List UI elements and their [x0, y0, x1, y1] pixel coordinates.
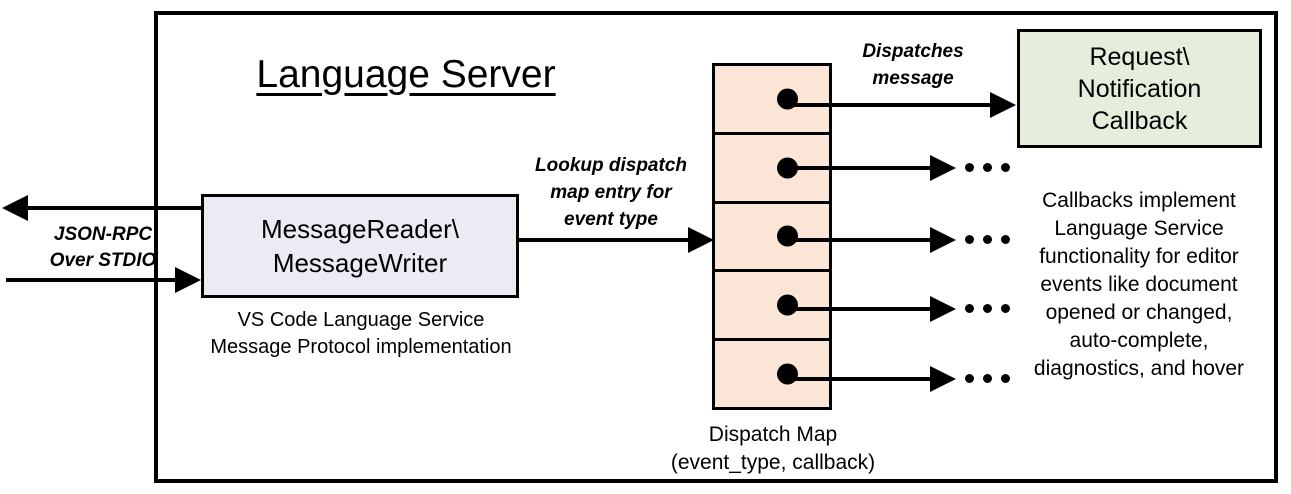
lookup-edge-line: [519, 238, 691, 242]
lookup-edge-label: Lookup dispatch map entry for event type: [516, 152, 706, 233]
callback-desc-line3: functionality for editor: [1039, 245, 1239, 268]
dispatch-map-caption-line2: (event_type, callback): [670, 451, 876, 474]
ellipsis-icon-4: [965, 304, 1010, 313]
callback-desc-line4: events like document: [1040, 273, 1238, 296]
callback-desc-line5: opened or changed,: [1045, 301, 1233, 324]
dispatch-edge-line-5: [782, 377, 932, 381]
callback-box-line1: Request\: [1089, 42, 1190, 71]
dispatch-edge-arrowhead-3: [930, 227, 956, 253]
callback-dot-icon: [777, 363, 798, 385]
callback-dot-icon: [777, 294, 798, 316]
jsonrpc-outbound-arrowhead: [2, 195, 28, 221]
jsonrpc-inbound-line: [6, 278, 178, 282]
request-notification-callback-box[interactable]: Request\ Notification Callback: [1017, 29, 1262, 148]
lookup-label-line1: Lookup dispatch: [535, 155, 687, 176]
page-title: Language Server: [256, 53, 556, 96]
message-reader-writer-box[interactable]: MessageReader\ MessageWriter: [201, 194, 519, 298]
table-row[interactable]: [715, 66, 829, 135]
jsonrpc-label-line1: JSON-RPC: [53, 224, 153, 245]
mrw-caption-line1: VS Code Language Service: [237, 309, 485, 331]
table-row[interactable]: [715, 341, 829, 407]
ellipsis-icon-5: [965, 374, 1010, 383]
message-reader-writer-caption: VS Code Language Service Message Protoco…: [186, 307, 536, 361]
message-reader-writer-line1: MessageReader\: [261, 214, 459, 244]
dispatch-edge-arrowhead-5: [930, 366, 956, 392]
language-server-boundary: [154, 11, 1278, 483]
dispatch-label-line2: message: [872, 68, 954, 89]
jsonrpc-outbound-line: [26, 206, 201, 210]
dispatch-edge-line-1: [782, 103, 992, 107]
callback-desc-line7: diagnostics, and hover: [1033, 357, 1245, 380]
dispatch-map-caption: Dispatch Map (event_type, callback): [648, 421, 898, 477]
dispatch-edge-line-2: [782, 166, 932, 170]
callback-desc-line2: Language Service: [1054, 217, 1224, 240]
dispatch-edge-label: Dispatches message: [838, 38, 988, 92]
dispatch-edge-line-3: [782, 238, 932, 242]
dispatch-edge-arrowhead-2: [930, 155, 956, 181]
dispatch-edge-arrowhead-4: [930, 296, 956, 322]
callback-box-line3: Callback: [1091, 106, 1188, 135]
dispatch-edge-arrowhead-1: [990, 92, 1016, 118]
ellipsis-icon-2: [965, 163, 1010, 172]
jsonrpc-inbound-arrowhead: [175, 267, 201, 293]
mrw-caption-line2: Message Protocol implementation: [210, 336, 512, 358]
jsonrpc-label-line2: Over STDIO: [49, 250, 157, 271]
callback-description: Callbacks implement Language Service fun…: [1005, 187, 1273, 383]
dispatch-map-caption-line1: Dispatch Map: [708, 423, 838, 446]
dispatch-map-table[interactable]: [712, 63, 832, 410]
dispatch-edge-line-4: [782, 307, 932, 311]
dispatch-label-line1: Dispatches: [862, 41, 964, 62]
message-reader-writer-line2: MessageWriter: [272, 248, 448, 278]
lookup-label-line3: event type: [564, 209, 658, 230]
lookup-edge-arrowhead: [688, 227, 714, 253]
ellipsis-icon-3: [965, 235, 1010, 244]
callback-desc-line6: auto-complete,: [1069, 329, 1209, 352]
callback-box-line2: Notification: [1077, 74, 1202, 103]
jsonrpc-edge-label: JSON-RPC Over STDIO: [28, 222, 178, 274]
lookup-label-line2: map entry for: [550, 182, 672, 203]
callback-dot-icon: [777, 225, 798, 247]
callback-desc-line1: Callbacks implement: [1042, 189, 1236, 212]
